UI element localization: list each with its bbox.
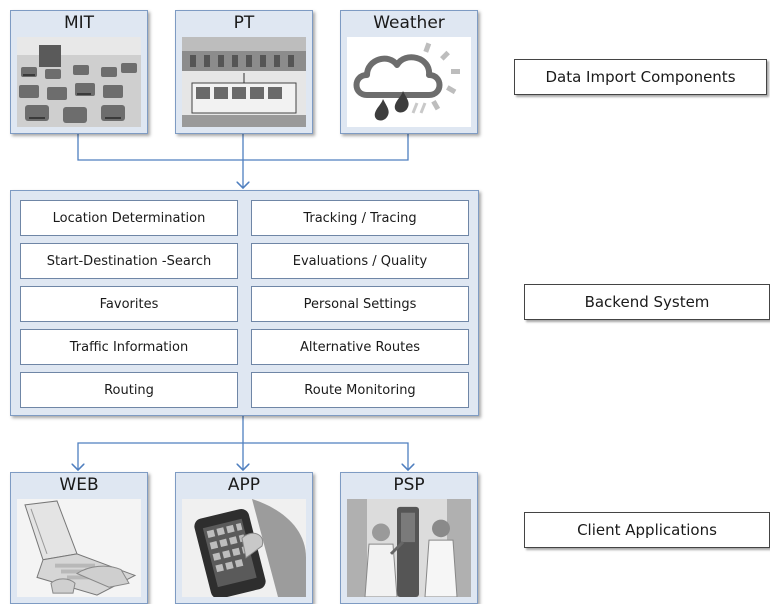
smartphone-photo xyxy=(182,499,306,597)
module-favorites: Favorites xyxy=(20,286,238,322)
client-connector-web xyxy=(78,442,243,470)
label-data-import-components: Data Import Components xyxy=(514,59,767,95)
traffic-jam-photo xyxy=(17,37,141,127)
module-routing: Routing xyxy=(20,372,238,408)
public-display-photo xyxy=(347,499,471,597)
weather-cloud-icon xyxy=(347,37,471,127)
pt-panel: PT xyxy=(175,10,313,134)
laptop-typing-photo xyxy=(17,499,141,597)
module-route-monitoring: Route Monitoring xyxy=(251,372,469,408)
weather-title: Weather xyxy=(373,13,445,33)
import-connector xyxy=(77,133,409,188)
app-title: APP xyxy=(227,475,261,495)
mit-panel: MIT xyxy=(10,10,148,134)
pt-title: PT xyxy=(233,13,255,33)
web-panel: WEB xyxy=(10,472,148,604)
psp-panel: PSP xyxy=(340,472,478,604)
backend-system-panel: Location Determination Start-Destination… xyxy=(10,190,479,416)
web-title: WEB xyxy=(59,475,99,495)
weather-panel: Weather xyxy=(340,10,478,134)
module-start-destination-search: Start-Destination -Search xyxy=(20,243,238,279)
module-location-determination: Location Determination xyxy=(20,200,238,236)
tram-photo xyxy=(182,37,306,127)
label-backend-system: Backend System xyxy=(524,284,770,320)
module-personal-settings: Personal Settings xyxy=(251,286,469,322)
psp-title: PSP xyxy=(393,475,425,495)
label-client-applications: Client Applications xyxy=(524,512,770,548)
client-connector-psp xyxy=(243,442,408,470)
module-traffic-information: Traffic Information xyxy=(20,329,238,365)
module-evaluations-quality: Evaluations / Quality xyxy=(251,243,469,279)
mit-title: MIT xyxy=(63,13,95,33)
module-tracking-tracing: Tracking / Tracing xyxy=(251,200,469,236)
app-panel: APP xyxy=(175,472,313,604)
module-alternative-routes: Alternative Routes xyxy=(251,329,469,365)
